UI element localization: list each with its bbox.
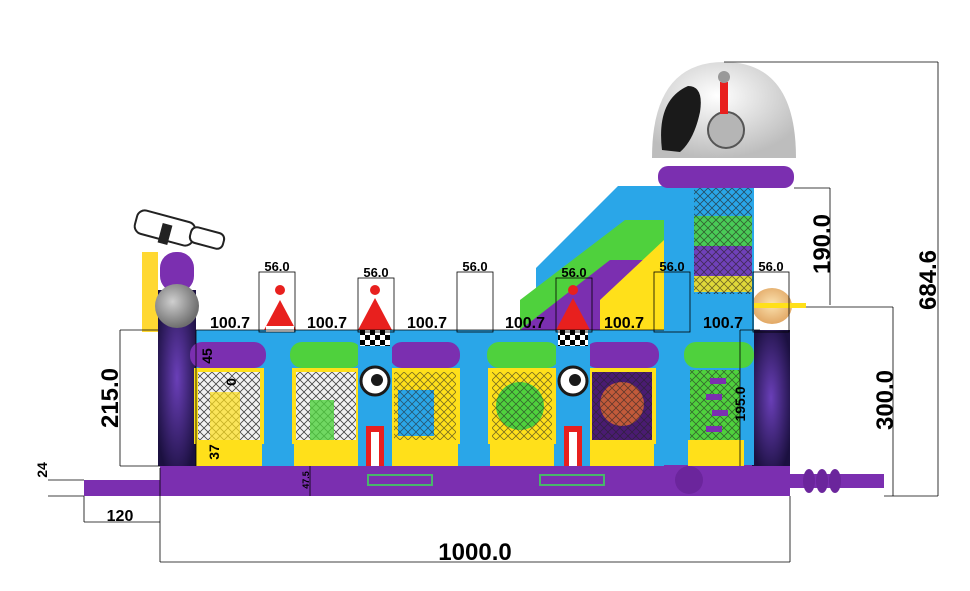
moon-icon	[155, 284, 199, 328]
pillar-width-label-4: 56.0	[561, 265, 586, 280]
total-width-label: 1000.0	[438, 539, 511, 566]
window-2	[292, 368, 360, 444]
cell-width-label-5: 100.7	[604, 315, 644, 332]
pillar-width-label-6: 56.0	[758, 259, 783, 274]
cell-width-label-3: 100.7	[407, 315, 447, 332]
wall-depth-label: 45	[199, 348, 215, 364]
ramp-length-label: 120	[107, 508, 134, 525]
window-5	[588, 368, 656, 444]
dimension-lines	[48, 61, 939, 563]
pillar-width-label-3: 56.0	[462, 259, 487, 274]
cell-width-label-4: 100.7	[505, 315, 545, 332]
window-4	[488, 368, 556, 444]
climb-height-label: 195.0	[732, 386, 748, 421]
pillar-width-label-2: 56.0	[363, 265, 388, 280]
inner-small-label: 0	[223, 378, 239, 386]
pillar-width-label-1: 56.0	[264, 259, 289, 274]
right-tower	[720, 288, 806, 466]
window-1	[194, 368, 264, 444]
inner-height-label: 37	[206, 444, 222, 460]
left-tower	[133, 209, 226, 466]
climbing-wall	[690, 370, 740, 440]
dimension-labels: 1000.0 120 24 215.0 684.6 300.0 190.0 19…	[34, 214, 942, 566]
bouncer-body	[190, 285, 754, 466]
platform-height-label: 300.0	[872, 370, 899, 430]
total-height-label: 684.6	[915, 250, 942, 310]
window-3	[390, 368, 460, 444]
pillar-width-label-5: 56.0	[659, 259, 684, 274]
cell-width-label-6: 100.7	[703, 315, 743, 332]
cell-width-label-1: 100.7	[210, 315, 250, 332]
rocket-column-1	[358, 285, 392, 466]
base-height-label: 24	[34, 462, 50, 478]
telescope-icon	[133, 209, 226, 250]
base-platform	[84, 464, 884, 496]
rocket-top-1	[264, 285, 296, 332]
base-band-label: 47.5	[301, 471, 311, 489]
dome-section-height-label: 190.0	[809, 214, 836, 274]
cell-width-label-2: 100.7	[307, 315, 347, 332]
rocket-column-2	[556, 285, 590, 466]
left-tower-height-label: 215.0	[97, 368, 124, 428]
